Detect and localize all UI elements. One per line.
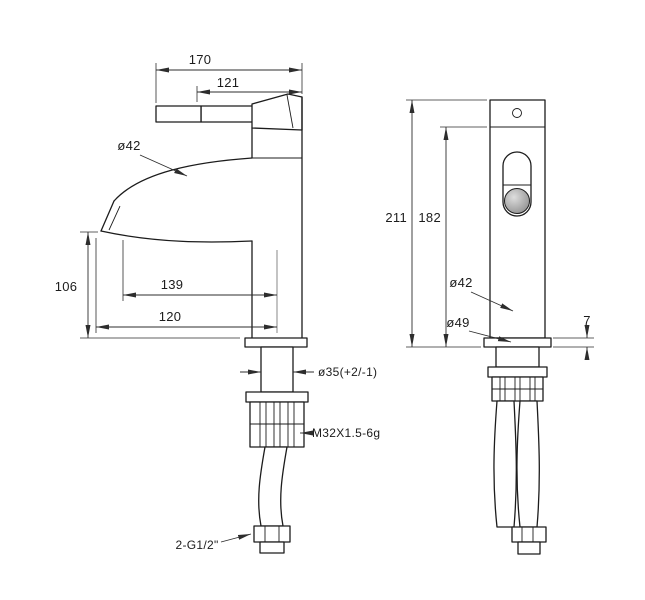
dim-reach-label: 120 <box>159 309 182 324</box>
dimensions-side: 170 121 ø42 106 139 120 ø35(+2/-1) <box>55 52 380 552</box>
mounting-nut-side <box>249 401 305 448</box>
dim-reach-center-label: 139 <box>161 277 184 292</box>
dim-body-diameter-label: ø42 <box>449 275 472 290</box>
dimensions-front: 211 182 ø42 ø49 7 <box>385 99 594 360</box>
spout-bottom-curve <box>100 230 253 243</box>
lever-knurled-grip <box>155 105 202 123</box>
faucet-body-side <box>100 96 303 339</box>
top-pin-circle <box>512 108 522 118</box>
dim-total-height-label: 211 <box>385 210 407 225</box>
hose-right-front <box>516 400 540 528</box>
hose-left-front <box>493 400 517 528</box>
dim-thread-label: M32X1.5-6g <box>312 426 380 440</box>
dim-spout-diameter-label: ø42 <box>117 138 140 153</box>
front-view: 211 182 ø42 ø49 7 <box>385 99 594 555</box>
leader-body-diameter <box>470 291 514 312</box>
base-flange-side <box>244 337 308 348</box>
dim-base-height-label: 7 <box>583 313 591 328</box>
hose-nut-front <box>511 526 547 543</box>
mounting-hardware-front <box>487 346 548 402</box>
lever-handle <box>155 93 303 131</box>
mounting-nut-slots-side <box>250 402 304 447</box>
body-front <box>489 99 546 339</box>
dim-hose-thread-label: 2-G1/2" <box>175 538 218 552</box>
dim-total-length-label: 170 <box>189 52 212 67</box>
dim-spout-height-label: 106 <box>55 279 78 294</box>
supply-hose-side <box>253 446 291 554</box>
leader-hose-thread <box>220 533 252 543</box>
leader-base-diameter <box>468 330 512 343</box>
threaded-shank-side <box>260 346 294 393</box>
base-flange-front <box>483 337 552 348</box>
mounting-washer-front <box>487 366 548 378</box>
handle-grip-front <box>504 188 530 214</box>
side-view: 170 121 ø42 106 139 120 ø35(+2/-1) <box>55 52 380 554</box>
dim-handle-length-label: 121 <box>217 75 240 90</box>
mounting-hardware-side <box>245 346 309 448</box>
lever-joint-seam <box>286 94 294 129</box>
spout-aerator-line <box>108 205 121 231</box>
lever-shaft <box>200 105 258 123</box>
dim-base-diameter-label: ø49 <box>446 315 469 330</box>
dim-hole-diameter-label: ø35(+2/-1) <box>318 365 377 379</box>
threaded-shank-front <box>495 346 540 368</box>
supply-hoses-front <box>493 400 547 555</box>
lever-joint <box>251 93 303 131</box>
mounting-washer-side <box>245 391 309 403</box>
hose-end-side <box>259 541 285 554</box>
hose-braid-side <box>258 446 288 527</box>
spout-tip-face <box>100 200 115 232</box>
hose-end-front <box>517 541 541 555</box>
dim-body-height-label: 182 <box>418 210 441 225</box>
spout-top-curve <box>113 157 253 202</box>
hose-nut-side <box>253 525 291 543</box>
faucet-body-front <box>489 99 546 339</box>
mounting-nut-slots-front <box>492 377 543 401</box>
leader-spout-diameter <box>139 154 188 177</box>
